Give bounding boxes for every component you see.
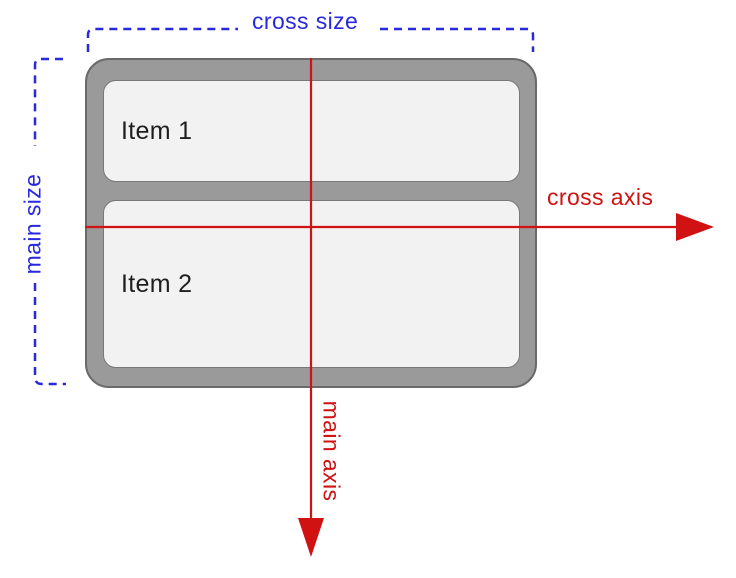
cross-axis-arrowhead-icon — [676, 213, 714, 241]
cross-size-bracket-left — [86, 27, 238, 52]
flex-item-2-label: Item 2 — [121, 269, 193, 298]
main-size-bracket-top — [33, 57, 63, 146]
main-size-bracket-bottom — [33, 283, 66, 386]
cross-size-label: cross size — [252, 8, 359, 34]
main-size-label: main size — [19, 173, 46, 275]
flex-item-2: Item 2 — [103, 200, 520, 368]
main-axis-arrowhead-icon — [298, 518, 324, 557]
cross-size-bracket-right — [380, 27, 535, 52]
flex-item-1-label: Item 1 — [121, 116, 193, 145]
main-axis-label: main axis — [318, 400, 345, 502]
cross-axis-label: cross axis — [547, 184, 654, 210]
flex-item-1: Item 1 — [103, 80, 520, 182]
